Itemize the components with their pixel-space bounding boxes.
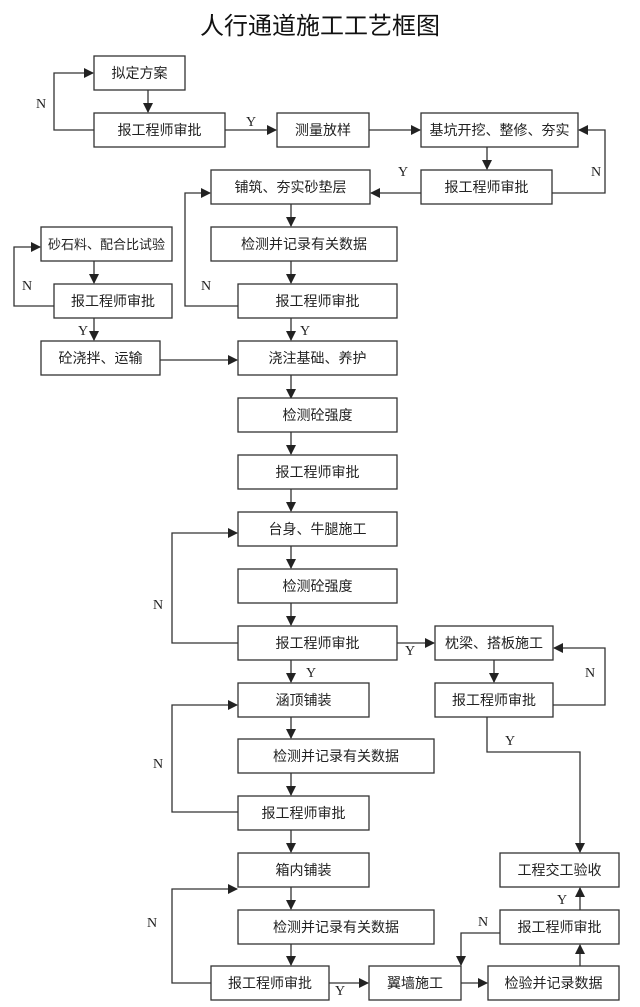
nodes: 拟定方案 报工程师审批 测量放样 基坑开挖、整修、夯实 报工程师审批 铺筑、夯实… (40, 55, 620, 1001)
node-survey: 测量放样 (276, 112, 370, 148)
label-yes: Y (398, 165, 408, 180)
svg-text:报工程师审批: 报工程师审批 (276, 636, 360, 652)
arrow-approve5-no (171, 528, 238, 644)
branch-labels: N Y Y N N N Y Y N Y Y N Y N N N Y Y (22, 97, 601, 999)
svg-text:浇注基础、养护: 浇注基础、养护 (269, 350, 367, 367)
arrow-approvesleeper-no (553, 643, 606, 706)
label-no: N (153, 757, 163, 772)
svg-text:基坑开挖、整修、夯实: 基坑开挖、整修、夯实 (430, 122, 570, 139)
label-yes: Y (306, 666, 316, 681)
svg-text:检测并记录有关数据: 检测并记录有关数据 (241, 237, 367, 253)
node-wingwall: 翼墙施工 (368, 965, 462, 1001)
label-no: N (36, 97, 46, 112)
svg-text:报工程师审批: 报工程师审批 (71, 294, 155, 310)
svg-text:报工程师审批: 报工程师审批 (262, 806, 346, 822)
node-mixtest: 砂石料、配合比试验 (40, 226, 173, 262)
svg-text:报工程师审批: 报工程师审批 (276, 465, 360, 481)
svg-text:报工程师审批: 报工程师审批 (228, 976, 312, 992)
svg-text:砂石料、配合比试验: 砂石料、配合比试验 (48, 237, 165, 253)
label-no: N (153, 598, 163, 613)
svg-text:拟定方案: 拟定方案 (112, 65, 168, 82)
svg-text:工程交工验收: 工程交工验收 (518, 862, 602, 879)
label-no: N (591, 165, 601, 180)
svg-text:报工程师审批: 报工程师审批 (118, 123, 202, 139)
svg-text:检测并记录有关数据: 检测并记录有关数据 (273, 749, 399, 765)
svg-text:箱内铺装: 箱内铺装 (276, 863, 332, 879)
label-no: N (201, 279, 211, 294)
svg-text:报工程师审批: 报工程师审批 (445, 180, 529, 196)
label-no: N (147, 916, 157, 931)
node-abutment: 台身、牛腿施工 (237, 511, 398, 547)
node-sleeper: 枕梁、搭板施工 (434, 625, 554, 661)
label-no: N (585, 666, 595, 681)
svg-text:报工程师审批: 报工程师审批 (518, 920, 602, 936)
node-plan: 拟定方案 (93, 55, 186, 91)
svg-text:检测砼强度: 检测砼强度 (283, 408, 353, 424)
svg-text:翼墙施工: 翼墙施工 (387, 976, 443, 992)
arrow-approve6-no (171, 700, 238, 813)
node-approve1: 报工程师审批 (93, 112, 226, 148)
svg-text:枕梁、搭板施工: 枕梁、搭板施工 (445, 636, 543, 652)
node-box-inner: 箱内铺装 (237, 852, 370, 888)
label-yes: Y (246, 115, 256, 130)
node-approve6: 报工程师审批 (237, 795, 370, 831)
label-yes: Y (335, 984, 345, 999)
connectors (13, 68, 606, 988)
label-no: N (22, 279, 32, 294)
arrow-approvesleeper-yes (486, 717, 585, 853)
arrow-approve7-no (171, 884, 238, 984)
label-yes: Y (505, 734, 515, 749)
label-no: N (478, 915, 488, 930)
node-sand: 铺筑、夯实砂垫层 (210, 169, 371, 205)
node-inspect: 检验并记录数据 (487, 965, 620, 1001)
arrow-approvefinal-no (456, 932, 500, 966)
arrow-approvemix-no (13, 242, 54, 307)
node-record1: 检测并记录有关数据 (210, 226, 398, 262)
node-record3: 检测并记录有关数据 (237, 909, 435, 945)
node-approve-final: 报工程师审批 (499, 909, 620, 945)
node-approve5: 报工程师审批 (237, 625, 398, 661)
node-approve3: 报工程师审批 (237, 283, 398, 319)
svg-text:砼浇拌、运输: 砼浇拌、运输 (59, 351, 143, 367)
node-culvert-top: 涵顶铺装 (237, 682, 370, 718)
arrow-approve2-no (552, 125, 606, 194)
node-approve-mix: 报工程师审批 (53, 283, 173, 319)
arrow-approve1-no (53, 68, 94, 131)
node-strength2: 检测砼强度 (237, 568, 398, 604)
diagram-title: 人行通道施工工艺框图 (200, 12, 440, 40)
node-excavate: 基坑开挖、整修、夯实 (420, 112, 579, 148)
label-yes: Y (78, 324, 88, 339)
svg-text:涵顶铺装: 涵顶铺装 (276, 693, 332, 709)
svg-text:测量放样: 测量放样 (295, 123, 351, 139)
svg-text:台身、牛腿施工: 台身、牛腿施工 (269, 522, 367, 538)
svg-text:检验并记录数据: 检验并记录数据 (505, 976, 603, 992)
node-strength1: 检测砼强度 (237, 397, 398, 433)
svg-text:检测砼强度: 检测砼强度 (283, 579, 353, 595)
label-yes: Y (405, 644, 415, 659)
node-approve2: 报工程师审批 (420, 169, 553, 205)
node-pour: 浇注基础、养护 (237, 340, 398, 376)
label-yes: Y (300, 324, 310, 339)
node-approve7: 报工程师审批 (210, 965, 330, 1001)
node-approve4: 报工程师审批 (237, 454, 398, 490)
svg-text:报工程师审批: 报工程师审批 (276, 294, 360, 310)
node-acceptance: 工程交工验收 (499, 852, 620, 888)
label-yes: Y (557, 893, 567, 908)
svg-text:铺筑、夯实砂垫层: 铺筑、夯实砂垫层 (235, 180, 347, 196)
svg-text:报工程师审批: 报工程师审批 (452, 693, 536, 709)
node-mixing: 砼浇拌、运输 (40, 340, 161, 376)
node-approve-sleeper: 报工程师审批 (434, 682, 554, 718)
node-record2: 检测并记录有关数据 (237, 738, 435, 774)
svg-text:检测并记录有关数据: 检测并记录有关数据 (273, 920, 399, 936)
arrow-approve3-no (184, 188, 238, 307)
